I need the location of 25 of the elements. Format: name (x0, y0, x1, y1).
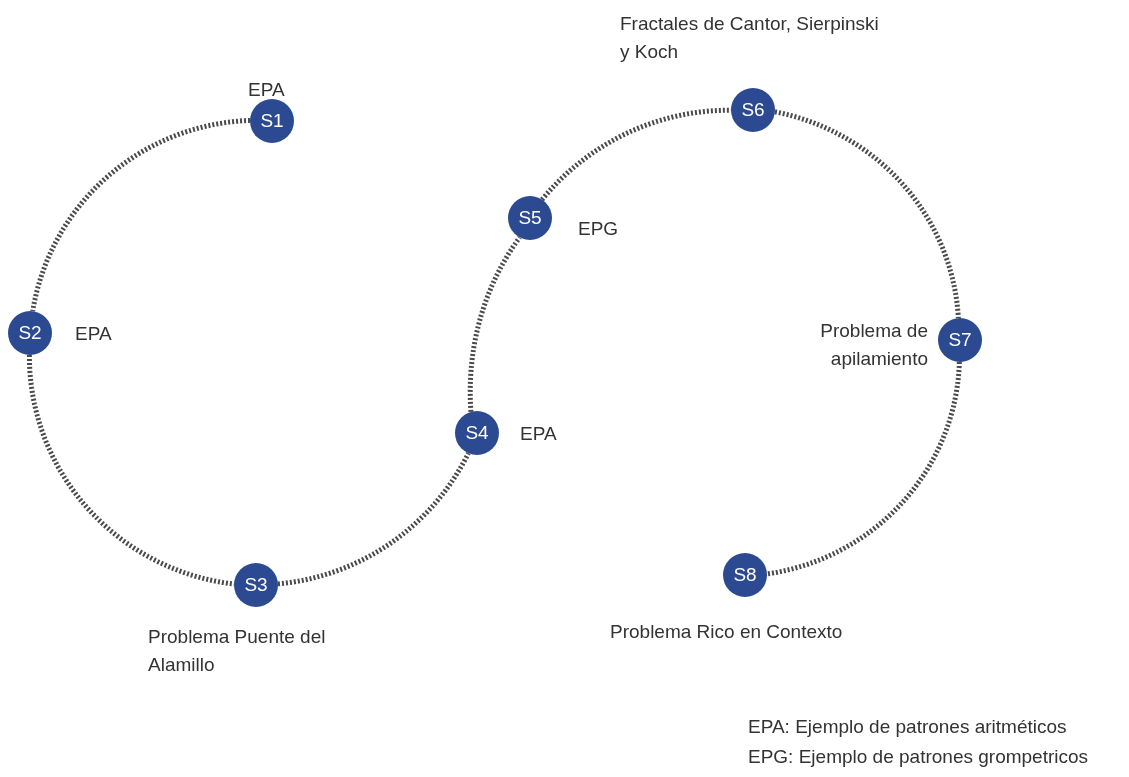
dotted-connector (30, 117, 251, 312)
dotted-connector (467, 235, 522, 412)
dotted-connector (766, 361, 962, 577)
session-label: Problema Rico en Contexto (610, 620, 844, 644)
session-label: Problema Puente del Alamillo (148, 625, 327, 677)
session-circle: S1 (250, 99, 294, 143)
session-circle: S6 (731, 88, 775, 132)
legend-note: EPA: Ejemplo de patrones aritméticos (748, 716, 1067, 738)
session-circle: S8 (723, 553, 767, 597)
session-label: EPG (578, 217, 620, 241)
session-circle: S4 (455, 411, 499, 455)
session-circle: S5 (508, 196, 552, 240)
session-label: Problema de apilamiento (819, 319, 928, 371)
session-label: EPA (75, 322, 113, 346)
session-circle: S7 (938, 318, 982, 362)
session-label: EPA (520, 422, 558, 446)
session-label: Fractales de Cantor, Sierpinski y Koch (620, 12, 880, 64)
session-circle: S2 (8, 311, 52, 355)
dotted-connector (540, 107, 731, 202)
dotted-connector (277, 452, 471, 587)
session-label: EPA (248, 78, 286, 102)
dotted-connector (26, 354, 235, 587)
legend-note: EPG: Ejemplo de patrones grompetricos (748, 746, 1089, 768)
session-circle: S3 (234, 563, 278, 607)
dotted-connector (774, 109, 961, 319)
